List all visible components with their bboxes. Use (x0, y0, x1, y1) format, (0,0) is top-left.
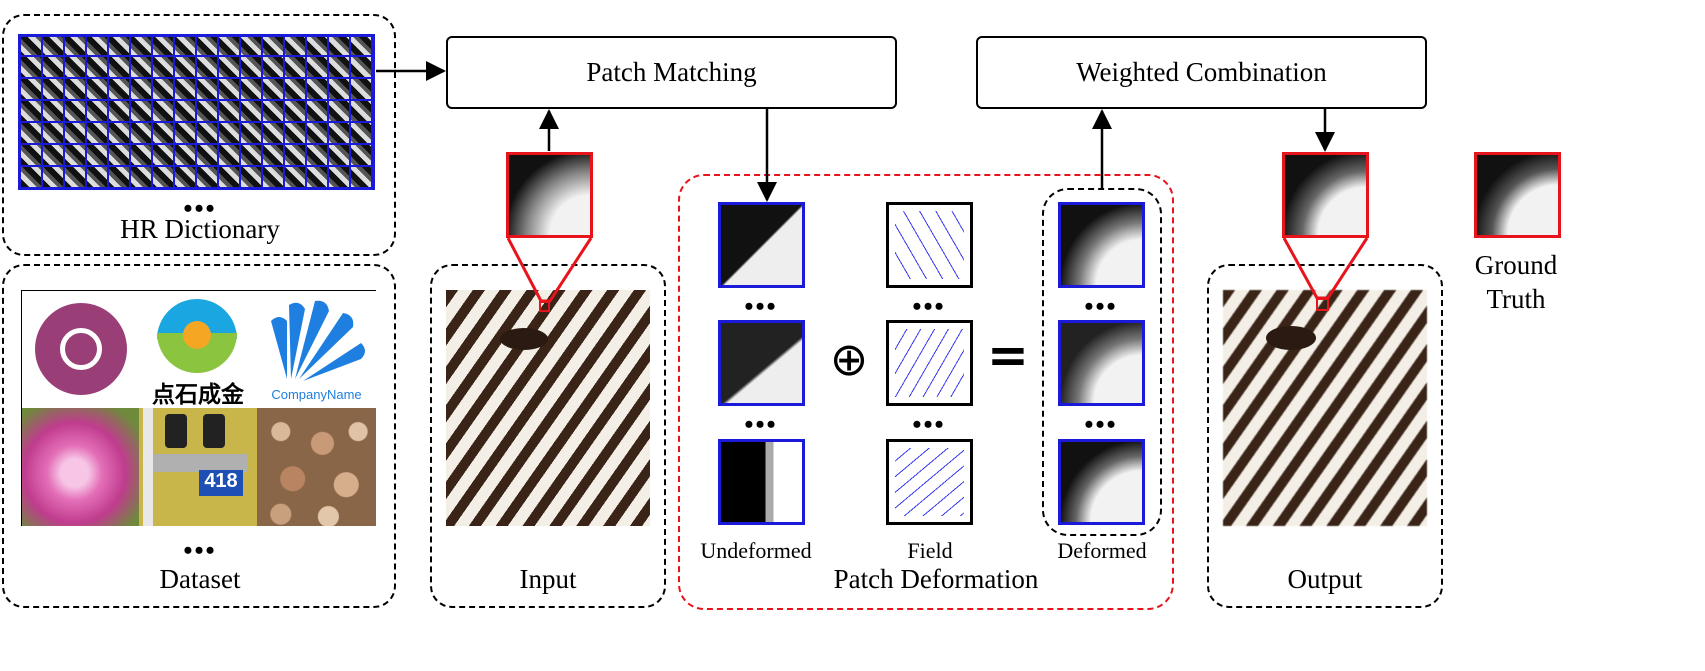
company-fan-icon (271, 300, 365, 381)
dataset-ellipsis: ••• (183, 536, 217, 565)
deformed-label: Deformed (1057, 538, 1147, 563)
hr-dictionary-grid (18, 34, 375, 190)
hr-dictionary-group (2, 14, 396, 256)
input-label: Input (519, 564, 577, 594)
output-zoom-wedge (1282, 237, 1369, 300)
input-zoom-patch (506, 152, 593, 238)
output-label: Output (1287, 564, 1363, 594)
weighted-combination-box: Weighted Combination (976, 36, 1427, 109)
undeformed-label: Undeformed (700, 538, 812, 563)
dataset-logo-chinese: 点石成金 (139, 291, 258, 409)
field-label: Field (907, 538, 953, 563)
dataset-grid: 点石成金 CompanyName 418 (21, 290, 376, 526)
input-zebra-image (446, 290, 650, 526)
output-zebra-image (1223, 290, 1427, 526)
undeformed-patch-1 (718, 202, 805, 288)
input-group (430, 264, 666, 608)
deformed-ellipsis-1: ••• (1084, 292, 1118, 321)
deformed-ellipsis-2: ••• (1084, 410, 1118, 439)
field-patch-3 (886, 439, 973, 525)
patch-matching-box: Patch Matching (446, 36, 897, 109)
dataset-photo-flower (22, 408, 140, 526)
patch-deformation-label: Patch Deformation (833, 564, 1039, 594)
plus-operator: ⊕ (829, 332, 869, 386)
deformed-patch-1 (1058, 202, 1145, 288)
field-ellipsis-1: ••• (912, 292, 946, 321)
deformed-group (1042, 188, 1162, 536)
input-zebra-eye (500, 328, 548, 350)
dataset-label: Dataset (159, 564, 241, 594)
hr-dictionary-ellipsis: ••• (183, 194, 217, 223)
ground-truth-label-line1: Ground (1474, 250, 1558, 280)
deformed-patch-2 (1058, 320, 1145, 406)
undeformed-ellipsis-2: ••• (744, 410, 778, 439)
undeformed-ellipsis-1: ••• (744, 292, 778, 321)
input-zoom-wedge (506, 237, 593, 303)
patch-deformation-group (678, 174, 1174, 610)
dataset-company-text: CompanyName (271, 387, 362, 402)
undeformed-patch-3 (718, 439, 805, 525)
field-patch-1 (886, 202, 973, 288)
weighted-combination-label: Weighted Combination (1076, 57, 1327, 87)
undeformed-patch-2 (718, 320, 805, 406)
dataset-photo-pebbles (257, 408, 376, 526)
field-patch-2 (886, 320, 973, 406)
equals-operator: = (987, 326, 1029, 384)
output-group (1207, 264, 1443, 608)
dataset-logo-company: CompanyName (257, 291, 376, 409)
ground-truth-label-line2: Truth (1486, 284, 1546, 314)
dataset-photo-ambulance: 418 (139, 408, 258, 526)
ambulance-number: 418 (199, 470, 243, 496)
patch-matching-label: Patch Matching (586, 57, 757, 87)
ground-truth-patch (1474, 152, 1561, 238)
output-zoom-patch (1282, 152, 1369, 238)
dataset-group (2, 264, 396, 608)
dataset-logo-knot (22, 291, 140, 409)
output-zebra-eye (1266, 326, 1316, 350)
dataset-chinese-text: 点石成金 (152, 382, 244, 408)
deformed-patch-3 (1058, 439, 1145, 525)
field-ellipsis-2: ••• (912, 410, 946, 439)
hr-dictionary-label: HR Dictionary (120, 214, 280, 244)
